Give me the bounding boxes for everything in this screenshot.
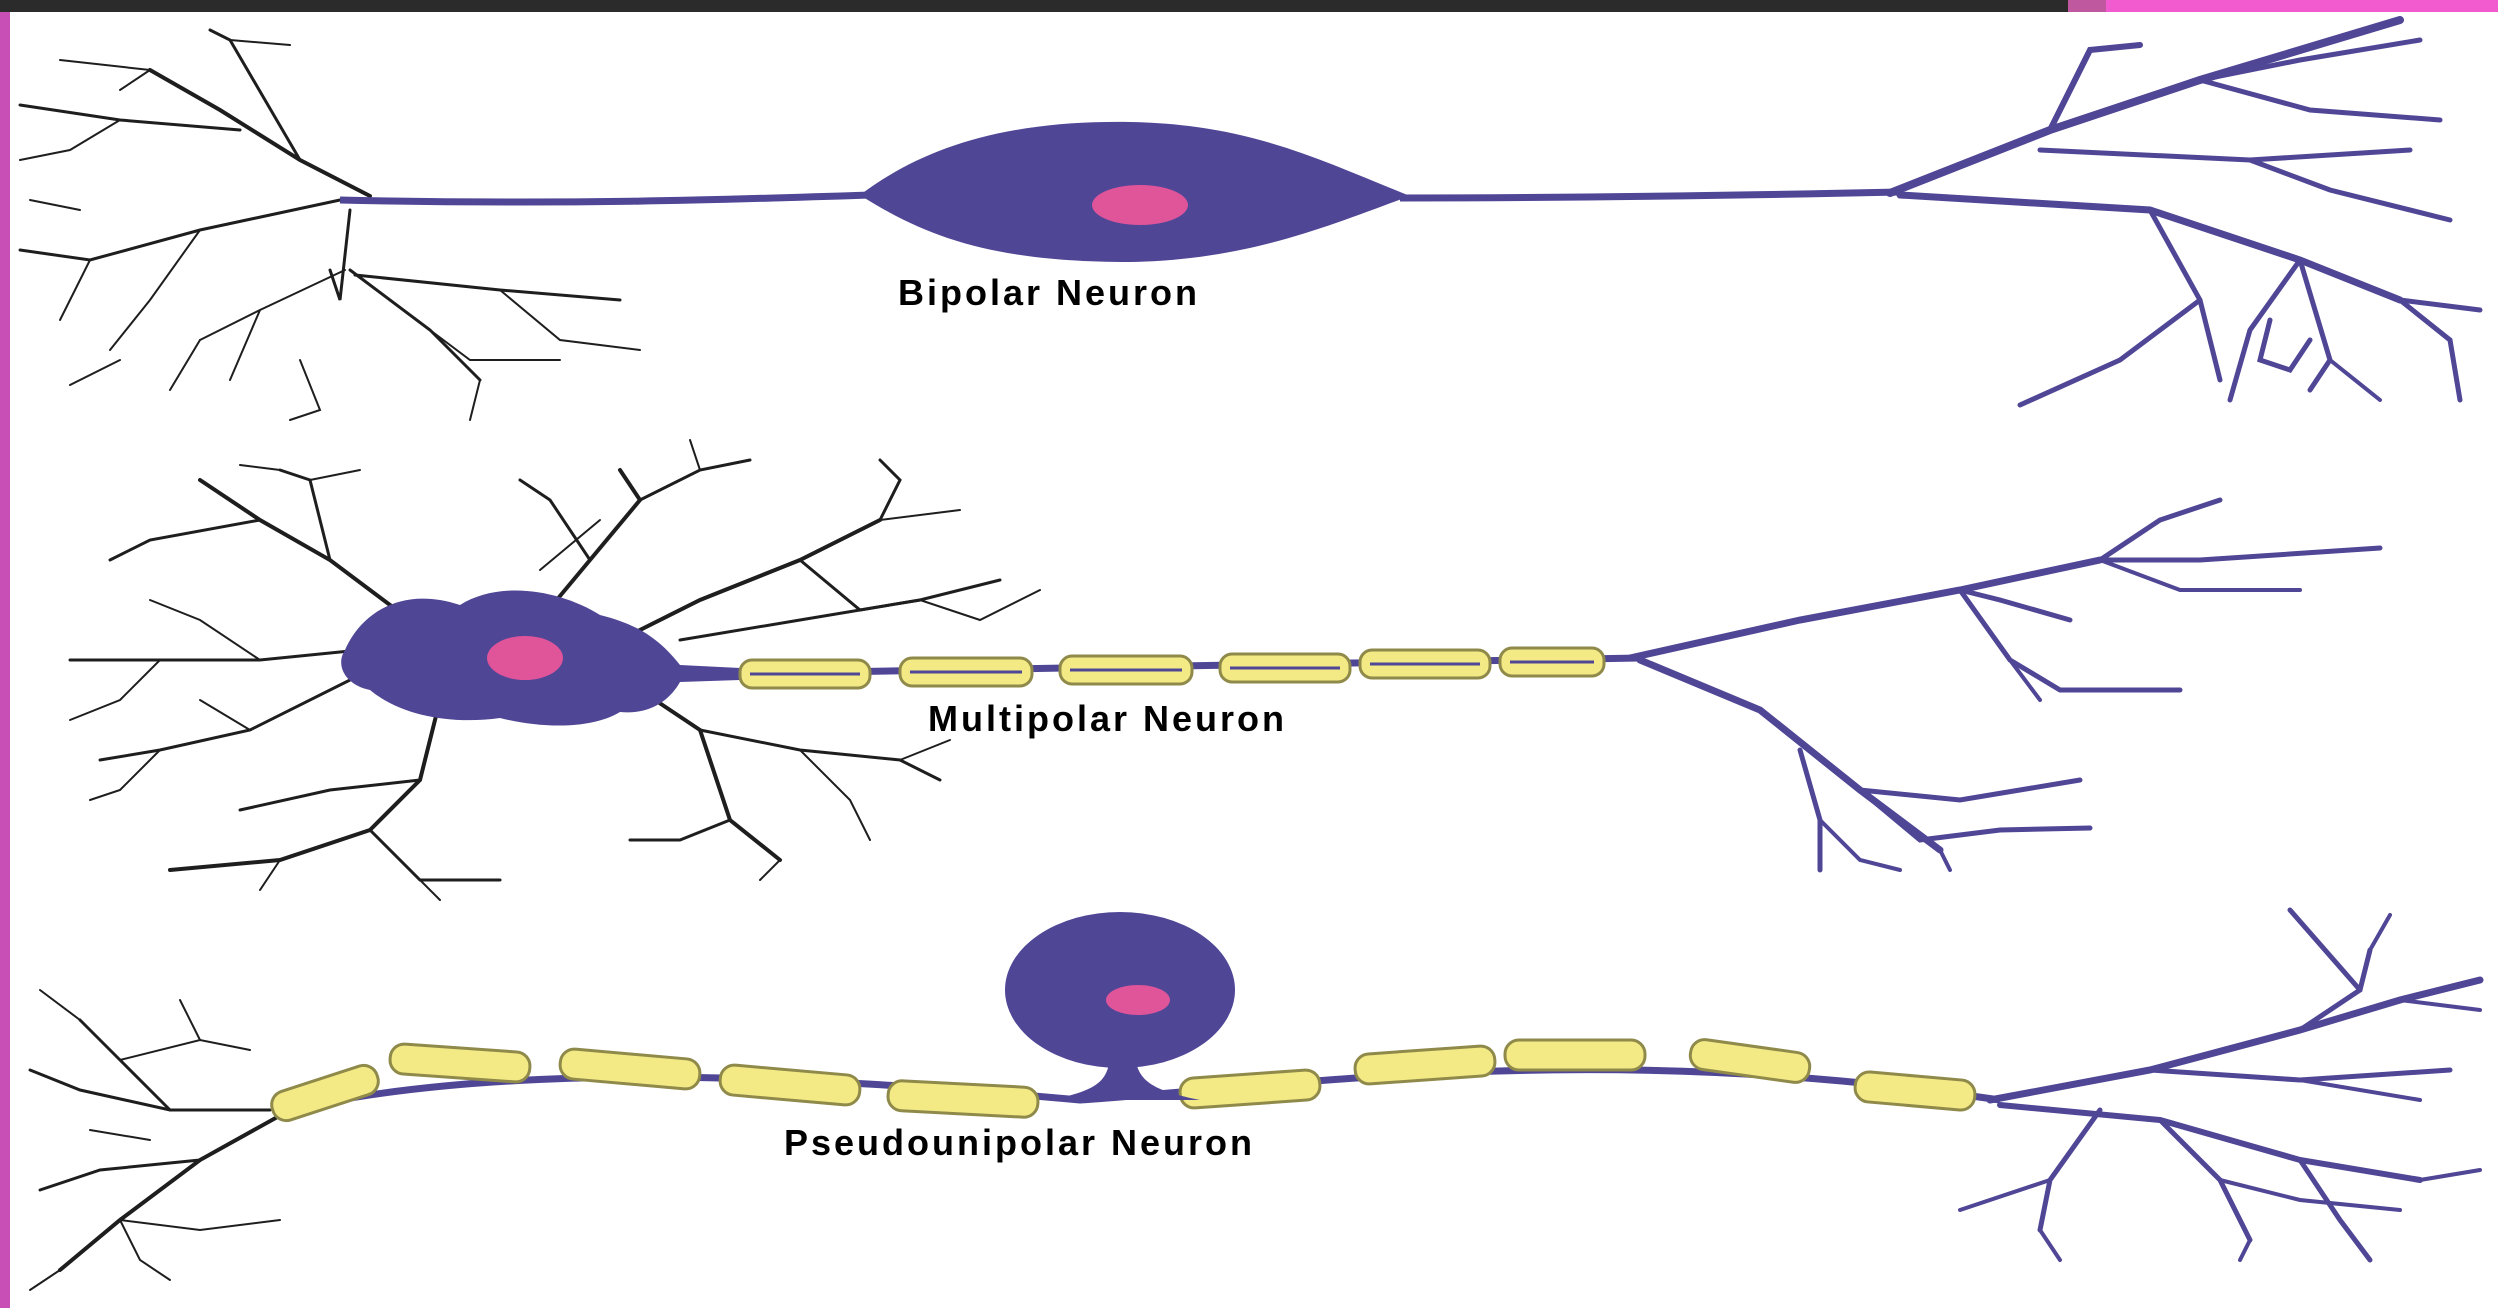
bipolar-dendrite-trunk: [339, 191, 871, 206]
top-frame-accent: [2068, 0, 2106, 12]
pseudounipolar-nucleus: [1106, 985, 1170, 1015]
multipolar-axon-terminals: [1626, 497, 2383, 873]
top-frame-bar: [0, 0, 2498, 12]
multipolar-nucleus: [487, 636, 563, 680]
bipolar-dendrites: [18, 28, 641, 421]
label-pseudounipolar-neuron: Pseudounipolar Neuron: [784, 1122, 1256, 1163]
top-frame-pink-strip: [2106, 0, 2498, 12]
bipolar-axon-terminals: [1886, 16, 2483, 408]
bipolar-neuron: [18, 16, 2483, 421]
bipolar-nucleus: [1092, 185, 1188, 225]
pseudounipolar-dendrites: [28, 989, 292, 1291]
multipolar-dendrites: [68, 439, 1041, 901]
pseudounipolar-axon-terminals: [1958, 907, 2484, 1263]
multipolar-myelin-sheaths: [738, 646, 1606, 690]
pseudounipolar-neuron: [28, 907, 2484, 1291]
multipolar-neuron: [68, 439, 2383, 901]
bipolar-axon: [1399, 188, 1901, 202]
label-multipolar-neuron: Multipolar Neuron: [928, 698, 1287, 739]
left-frame-bar: [0, 12, 10, 1308]
pseudounipolar-stalk: [1050, 1050, 1200, 1100]
pseudounipolar-myelin-sheaths: [270, 1038, 1977, 1123]
label-bipolar-neuron: Bipolar Neuron: [898, 272, 1201, 313]
